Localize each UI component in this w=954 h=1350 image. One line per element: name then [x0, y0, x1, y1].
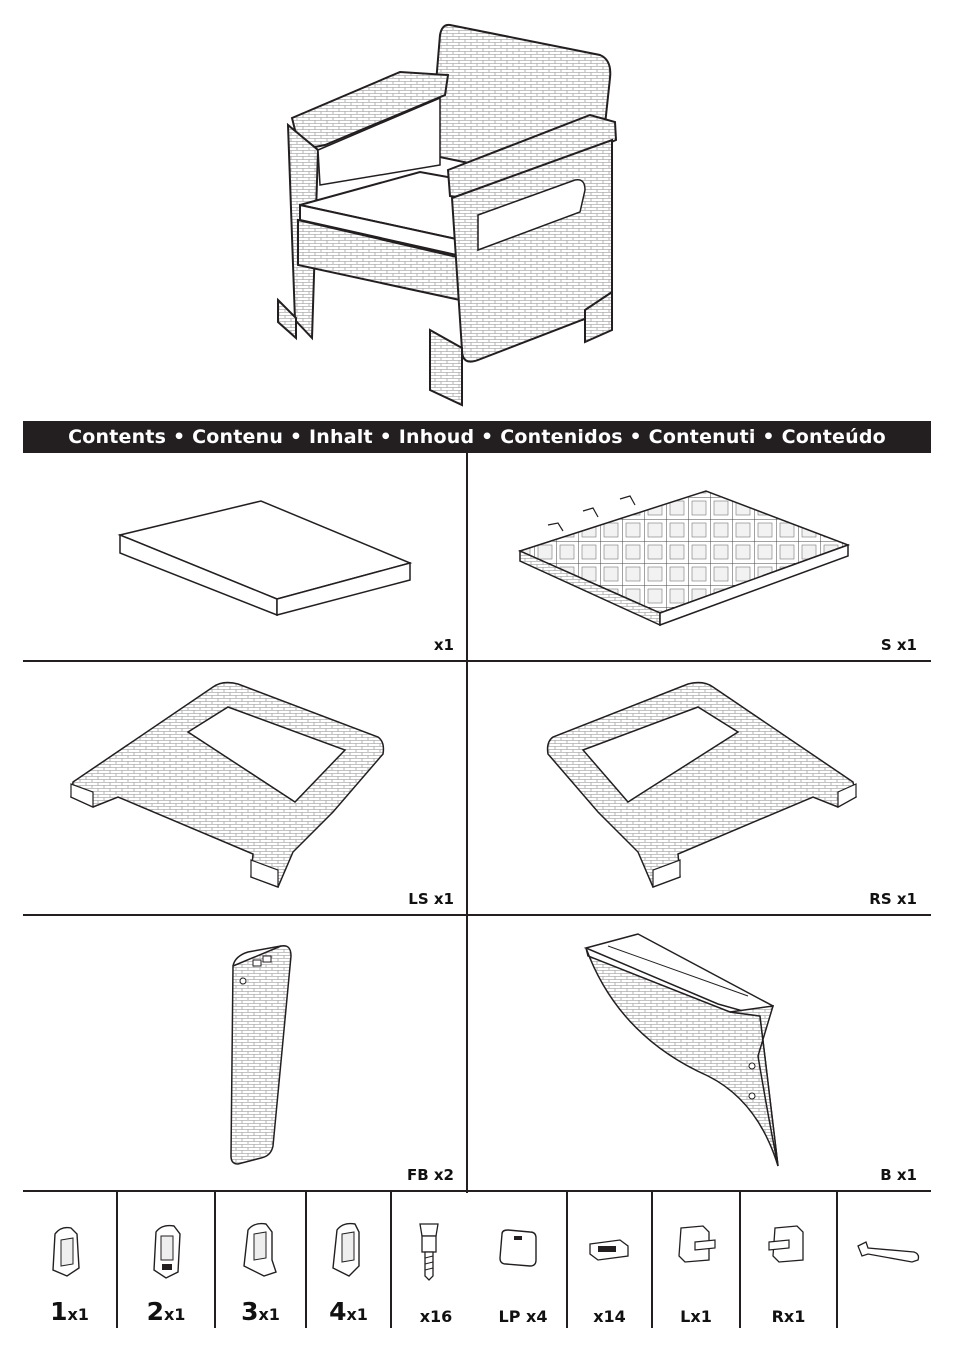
- hw-divider-8: [836, 1192, 838, 1328]
- hw-divider-7: [739, 1192, 741, 1328]
- part-label-seat: S x1: [880, 636, 917, 654]
- tool-key-icon: [857, 1241, 920, 1263]
- hardware-item-leg-pad: LP x4: [480, 1192, 566, 1332]
- right-lock-icon: [768, 1225, 804, 1263]
- part-panel-right-side: RS x1: [468, 662, 931, 914]
- assembled-chair-illustration: [0, 0, 954, 418]
- part-label-back: B x1: [880, 1166, 917, 1184]
- hw-divider-5: [566, 1192, 568, 1328]
- connector-4-icon: [332, 1222, 360, 1277]
- hardware-item-4: 4x1: [307, 1192, 390, 1332]
- part-label-right-side: RS x1: [869, 890, 917, 908]
- seat-cushion-icon: [117, 500, 413, 617]
- connector-1-icon: [52, 1226, 80, 1277]
- part-label-cushion: x1: [433, 636, 454, 654]
- hardware-item-clip: x14: [568, 1192, 651, 1332]
- backrest-icon: [583, 933, 779, 1167]
- hardware-item-right-lock: Rx1: [741, 1192, 836, 1332]
- part-panel-left-side: LS x1: [23, 662, 466, 914]
- divider-vertical: [466, 453, 468, 1193]
- divider-row-1: [23, 660, 931, 662]
- hw-divider-6: [651, 1192, 653, 1328]
- hardware-item-1: 1x1: [23, 1192, 116, 1332]
- front-beam-icon: [230, 944, 292, 1165]
- hw-divider-3: [305, 1192, 307, 1328]
- hw-divider-1: [116, 1192, 118, 1328]
- contents-banner: Contents • Contenu • Inhalt • Inhoud • C…: [23, 421, 931, 453]
- divider-row-3: [23, 1190, 931, 1192]
- part-label-front-beam: FB x2: [406, 1166, 454, 1184]
- hardware-item-left-lock: Lx1: [653, 1192, 739, 1332]
- hw-divider-4: [390, 1192, 392, 1328]
- part-label-left-side: LS x1: [408, 890, 454, 908]
- part-panel-seat: S x1: [468, 453, 931, 660]
- hardware-label-screw: x16: [419, 1307, 453, 1326]
- left-armrest-icon: [70, 681, 385, 888]
- hardware-label-3: 3x1: [241, 1297, 280, 1326]
- hardware-label-4: 4x1: [329, 1297, 368, 1326]
- part-panel-back: B x1: [468, 916, 931, 1190]
- hw-divider-2: [214, 1192, 216, 1328]
- hardware-item-tool: [838, 1192, 931, 1332]
- hardware-item-screw: x16: [392, 1192, 566, 1332]
- hardware-label-leg-pad: LP x4: [498, 1307, 548, 1326]
- connector-3-icon: [243, 1222, 277, 1277]
- divider-row-2: [23, 914, 931, 916]
- hardware-label-1: 1x1: [50, 1297, 89, 1326]
- connector-2-icon: [153, 1224, 181, 1279]
- leg-pad-icon: [499, 1229, 537, 1267]
- hardware-item-3: 3x1: [216, 1192, 305, 1332]
- right-armrest-icon: [546, 681, 857, 888]
- part-panel-cushion: x1: [23, 453, 466, 660]
- clip-icon: [589, 1239, 629, 1261]
- left-lock-icon: [678, 1225, 716, 1263]
- seat-frame-icon: [517, 490, 851, 627]
- hardware-item-2: 2x1: [118, 1192, 214, 1332]
- part-panel-front-beam: FB x2: [23, 916, 466, 1190]
- hardware-label-2: 2x1: [146, 1297, 186, 1326]
- hardware-label-clip: x14: [593, 1307, 626, 1326]
- hardware-label-left-lock: Lx1: [680, 1307, 712, 1326]
- hardware-label-right-lock: Rx1: [771, 1307, 806, 1326]
- screw-pin-icon: [419, 1223, 439, 1281]
